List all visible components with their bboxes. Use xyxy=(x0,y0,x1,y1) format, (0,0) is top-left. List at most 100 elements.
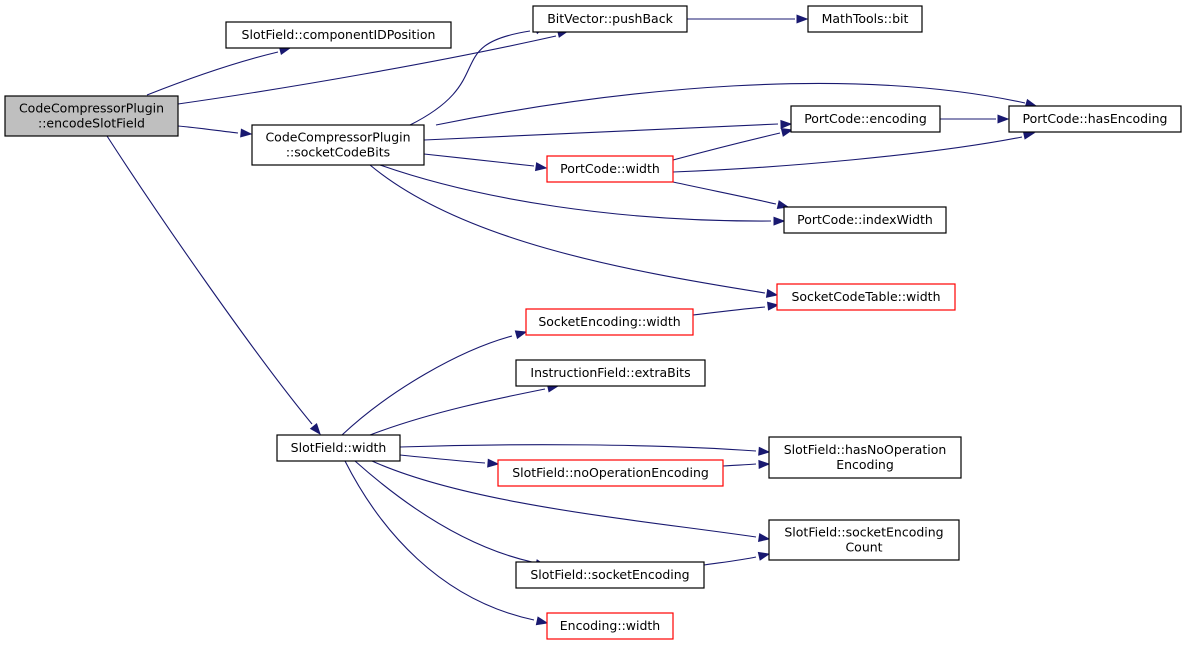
node-box xyxy=(225,21,452,49)
node-box xyxy=(276,434,401,462)
edge-line xyxy=(371,460,757,538)
edge-pcEncoding-to-pcHasEncoding xyxy=(939,114,1010,124)
node-label: ::encodeSlotField xyxy=(38,116,145,131)
node-label: Encoding xyxy=(836,457,894,472)
node-label: MathTools::bit xyxy=(822,11,909,26)
edge-line xyxy=(106,135,313,425)
edge-line xyxy=(692,306,766,316)
node-pcWidth[interactable]: PortCode::width xyxy=(546,155,674,183)
node-label: ::socketCodeBits xyxy=(286,145,390,160)
node-socketCodeBits[interactable]: CodeCompressorPlugin::socketCodeBits xyxy=(251,124,425,166)
edge-socketCodeBits-to-pcEncoding xyxy=(423,119,793,141)
edge-line xyxy=(399,444,757,452)
edge-sfWidth-to-encWidth xyxy=(344,460,549,626)
node-sfWidth[interactable]: SlotField::width xyxy=(276,434,401,462)
node-ifExtraBits[interactable]: InstructionField::extraBits xyxy=(515,359,706,387)
node-label: BitVector::pushBack xyxy=(547,11,673,26)
node-box xyxy=(807,5,923,33)
arrow-head xyxy=(765,288,779,298)
edge-pcWidth-to-pcHasEncoding xyxy=(672,130,1036,173)
arrow-head xyxy=(997,114,1010,124)
edge-line xyxy=(672,136,1023,173)
node-pcHasEncoding[interactable]: PortCode::hasEncoding xyxy=(1008,105,1182,133)
node-box xyxy=(546,155,674,183)
edge-line xyxy=(399,454,486,464)
edge-socketCodeBits-to-pcWidth xyxy=(423,153,548,172)
node-label: Encoding::width xyxy=(560,618,660,633)
node-box xyxy=(532,5,688,33)
node-sctWidth[interactable]: SocketCodeTable::width xyxy=(776,283,956,311)
edge-line xyxy=(722,463,757,467)
node-label: PortCode::width xyxy=(560,161,660,176)
node-box xyxy=(783,206,947,234)
node-pcEncoding[interactable]: PortCode::encoding xyxy=(790,105,941,133)
node-pcIndexWidth[interactable]: PortCode::indexWidth xyxy=(783,206,947,234)
arrow-head xyxy=(757,551,771,561)
edge-line xyxy=(423,123,779,141)
arrow-head xyxy=(767,301,780,311)
edge-root-to-socketCodeBits xyxy=(177,125,253,138)
node-label: SlotField::width xyxy=(291,440,387,455)
edge-socketCodeBits-to-pcIndexWidth xyxy=(379,164,786,226)
edge-line xyxy=(435,82,1026,126)
edges-layer xyxy=(106,14,1038,626)
node-bit[interactable]: MathTools::bit xyxy=(807,5,923,33)
edge-pcWidth-to-pcIndexWidth xyxy=(672,181,790,209)
node-label: SlotField::hasNoOperation xyxy=(784,442,947,457)
arrow-head xyxy=(309,423,321,436)
arrow-head xyxy=(535,162,548,172)
edge-line xyxy=(369,388,546,436)
arrow-head xyxy=(514,330,528,340)
edge-line xyxy=(341,335,513,436)
node-label: SocketEncoding::width xyxy=(538,314,680,329)
node-label: PortCode::indexWidth xyxy=(797,212,933,227)
node-box xyxy=(546,612,674,640)
edge-line xyxy=(354,460,533,563)
node-label: SocketCodeTable::width xyxy=(791,289,940,304)
node-label: SlotField::socketEncoding xyxy=(784,525,943,540)
node-sfSockEnc[interactable]: SlotField::socketEncoding xyxy=(515,561,705,589)
node-box xyxy=(790,105,941,133)
edge-line xyxy=(672,132,781,161)
node-label: PortCode::hasEncoding xyxy=(1023,111,1168,126)
node-box xyxy=(768,519,960,561)
node-box xyxy=(497,459,724,487)
node-label: SlotField::noOperationEncoding xyxy=(512,465,709,480)
node-sfNoOpEnc[interactable]: SlotField::noOperationEncoding xyxy=(497,459,724,487)
arrow-head xyxy=(487,458,500,468)
edge-line xyxy=(703,556,757,566)
node-box xyxy=(251,124,425,166)
arrow-head xyxy=(796,14,809,24)
node-box xyxy=(515,359,706,387)
node-box xyxy=(525,308,694,336)
node-box xyxy=(1008,105,1182,133)
node-label: SlotField::socketEncoding xyxy=(530,567,689,582)
edge-line xyxy=(369,164,766,294)
node-seWidth[interactable]: SocketEncoding::width xyxy=(525,308,694,336)
node-encWidth[interactable]: Encoding::width xyxy=(546,612,674,640)
node-label: PortCode::encoding xyxy=(804,111,927,126)
node-box xyxy=(768,436,962,479)
edge-line xyxy=(409,30,531,126)
node-label: SlotField::componentIDPosition xyxy=(242,27,436,42)
arrow-head xyxy=(780,128,794,137)
edge-line xyxy=(672,181,777,205)
edge-sfWidth-to-sfSockEncCount xyxy=(371,460,771,542)
node-componentIDPosition[interactable]: SlotField::componentIDPosition xyxy=(225,21,452,49)
edge-sfWidth-to-sfHasNoOp xyxy=(399,444,771,456)
node-pushBack[interactable]: BitVector::pushBack xyxy=(532,5,688,33)
edge-root-to-componentIDPosition xyxy=(146,46,292,96)
node-box xyxy=(776,283,956,311)
node-label: CodeCompressorPlugin xyxy=(19,101,164,116)
edge-sfWidth-to-sfNoOpEnc xyxy=(399,454,500,468)
edge-line xyxy=(379,164,772,222)
edge-line xyxy=(177,125,239,134)
arrow-head xyxy=(240,128,253,138)
edge-sfSockEnc-to-sfSockEncCount xyxy=(703,551,771,566)
node-root: CodeCompressorPlugin::encodeSlotField xyxy=(4,95,179,137)
arrow-head xyxy=(780,119,793,129)
node-label: Count xyxy=(845,540,882,555)
edge-line xyxy=(177,35,557,105)
